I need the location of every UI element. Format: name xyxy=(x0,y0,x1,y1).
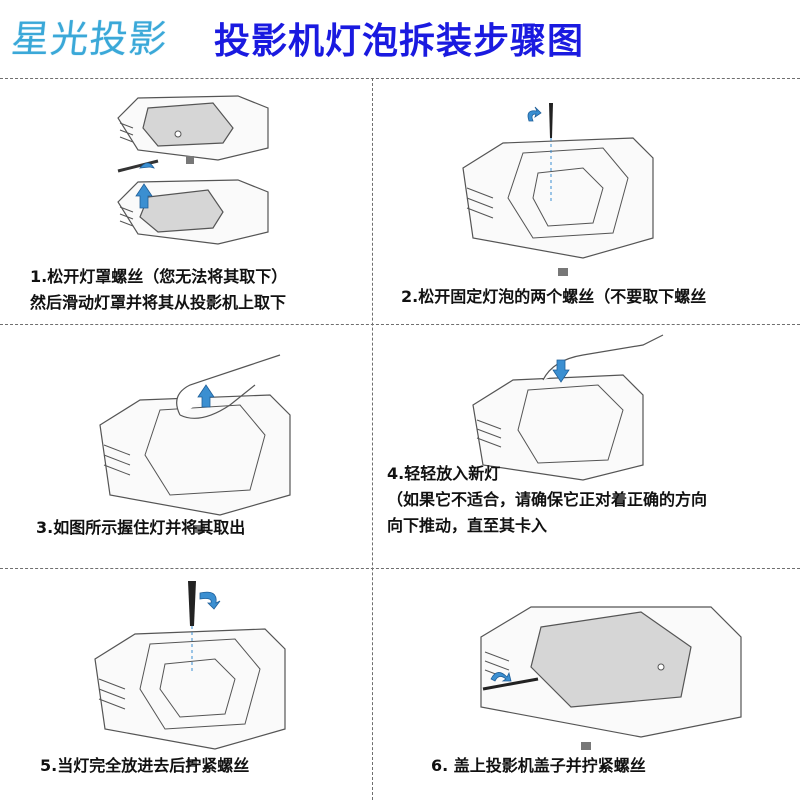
step-2-panel: 2.松开固定灯泡的两个螺丝（不要取下螺丝 xyxy=(373,78,800,324)
step-1-illustration xyxy=(117,95,269,245)
steps-grid: 1.松开灯罩螺丝（您无法将其取下） 然后滑动灯罩并将其从投影机上取下 2.松开固… xyxy=(0,78,800,800)
projector-open-view xyxy=(99,394,291,533)
step-4-panel: 4.轻轻放入新灯 （如果它不适合，请确保它正对着正确的方向 向下推动，直至其卡入 xyxy=(373,325,800,568)
page-title: 投影机灯泡拆装步骤图 xyxy=(214,21,585,62)
step-4-caption-line-2: （如果它不适合，请确保它正对着正确的方向 xyxy=(387,490,708,509)
step-2-caption-line-1: 2.松开固定灯泡的两个螺丝（不要取下螺丝 xyxy=(401,287,707,306)
step-1-caption-line-2: 然后滑动灯罩并将其从投影机上取下 xyxy=(30,293,287,312)
projector-closed-view xyxy=(480,606,742,750)
step-4-caption-line-1: 4.轻轻放入新灯 xyxy=(387,464,501,483)
step-4-illustration xyxy=(472,334,664,481)
projector-top-view xyxy=(117,179,269,245)
step-3-illustration xyxy=(99,354,291,533)
divider xyxy=(372,78,373,800)
step-3-caption-line-1: 3.如图所示握住灯并将其取出 xyxy=(36,518,246,537)
projector-open-view xyxy=(462,137,654,276)
step-4-caption-line-3: 向下推动，直至其卡入 xyxy=(387,516,548,535)
projector-open-view xyxy=(94,628,286,767)
screwdriver-icon xyxy=(117,159,159,173)
logo-text: 星光投影 xyxy=(9,17,170,61)
divider xyxy=(0,324,800,325)
projector-top-view xyxy=(117,95,269,164)
step-1-caption-line-1: 1.松开灯罩螺丝（您无法将其取下） xyxy=(30,267,288,286)
brand-logo: 星光投影 xyxy=(8,6,198,66)
step-3-panel: 3.如图所示握住灯并将其取出 xyxy=(0,325,372,568)
step-2-illustration xyxy=(462,103,654,276)
screwdriver-icon xyxy=(527,103,553,203)
hand-icon xyxy=(176,354,281,419)
screwdriver-icon xyxy=(482,671,539,691)
step-6-caption-line-1: 6. 盖上投影机盖子并拧紧螺丝 xyxy=(431,756,646,775)
step-5-panel: 5.当灯完全放进去后拧紧螺丝 xyxy=(0,569,372,800)
step-6-illustration xyxy=(480,606,742,750)
projector-open-view xyxy=(472,374,644,481)
step-6-panel: 6. 盖上投影机盖子并拧紧螺丝 xyxy=(373,569,800,800)
step-5-illustration xyxy=(94,581,286,767)
step-5-caption-line-1: 5.当灯完全放进去后拧紧螺丝 xyxy=(40,756,250,775)
screwdriver-icon xyxy=(188,581,221,671)
page-header: 星光投影 投影机灯泡拆装步骤图 xyxy=(0,0,800,78)
divider xyxy=(0,568,800,569)
hand-icon xyxy=(542,334,664,383)
divider xyxy=(0,78,800,79)
step-1-panel: 1.松开灯罩螺丝（您无法将其取下） 然后滑动灯罩并将其从投影机上取下 xyxy=(0,78,372,324)
